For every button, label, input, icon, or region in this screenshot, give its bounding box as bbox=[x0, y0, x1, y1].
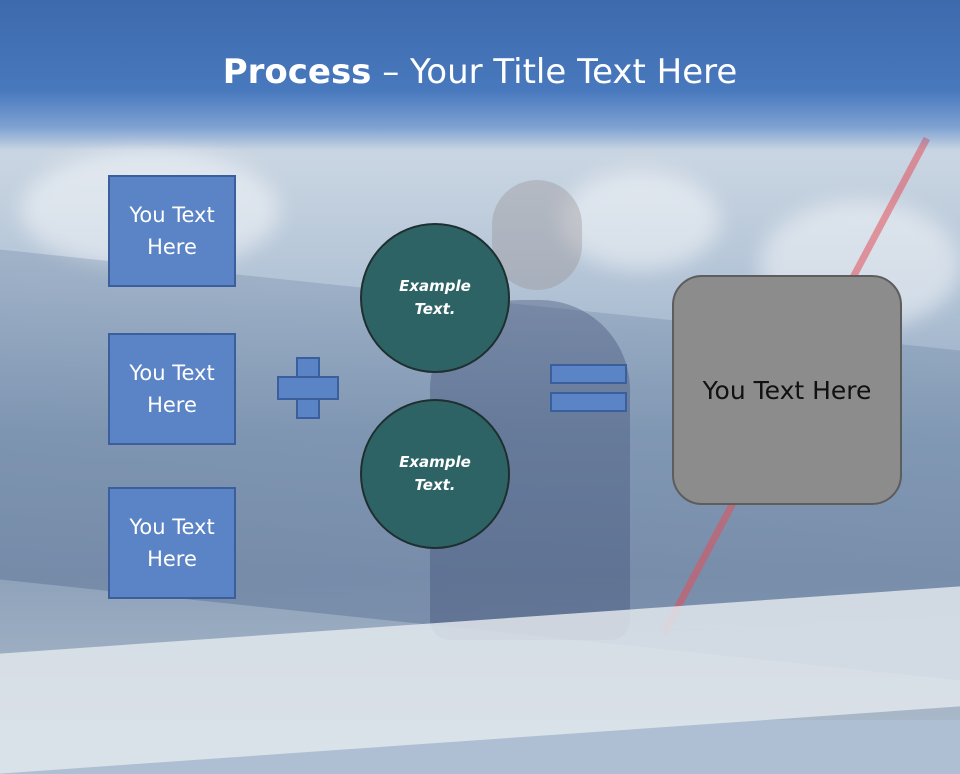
sailor-head bbox=[492, 180, 582, 290]
circle-text-line: Example bbox=[399, 453, 471, 471]
circle-text-line: Text. bbox=[414, 476, 456, 494]
result-text: You Text Here bbox=[702, 375, 872, 405]
box-text-line: Here bbox=[147, 547, 197, 571]
equals-top-bar bbox=[550, 364, 627, 384]
cloud bbox=[560, 170, 720, 270]
title-rest: – Your Title Text Here bbox=[371, 52, 738, 92]
box-text-line: Here bbox=[147, 393, 197, 417]
box-text-line: You Text bbox=[129, 361, 215, 385]
title-bold: Process bbox=[222, 52, 372, 92]
circle-text-line: Example bbox=[399, 277, 471, 295]
box-text-line: You Text bbox=[129, 515, 215, 539]
plus-center bbox=[298, 378, 318, 398]
result-box[interactable]: You Text Here bbox=[672, 275, 902, 505]
header-band bbox=[0, 0, 960, 150]
circle-text-line: Text. bbox=[414, 300, 456, 318]
equals-bottom-bar bbox=[550, 392, 627, 412]
box-text-line: Here bbox=[147, 235, 197, 259]
slide-title: Process – Your Title Text Here bbox=[0, 52, 960, 92]
box-text-line: You Text bbox=[129, 203, 215, 227]
